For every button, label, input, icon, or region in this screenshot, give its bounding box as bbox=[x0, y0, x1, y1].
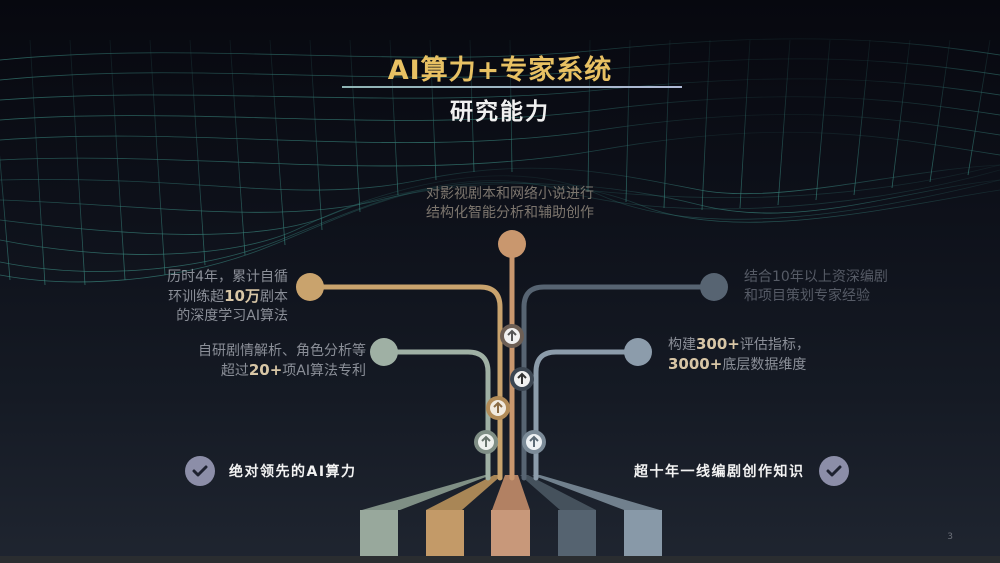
wireframe-mesh-background bbox=[0, 38, 1000, 286]
check-item-screenwriting-knowledge: 超十年一线编剧创作知识 bbox=[634, 456, 849, 486]
page-subtitle: 研究能力 bbox=[450, 99, 550, 125]
bottom-bars bbox=[360, 475, 662, 556]
title-divider bbox=[342, 86, 682, 88]
check-item-ai-compute: 绝对领先的AI算力 bbox=[185, 456, 357, 486]
line-left-upper bbox=[307, 284, 503, 481]
page-number: 3 bbox=[947, 532, 953, 542]
node-left-lower bbox=[370, 338, 398, 366]
description-top: 对影视剧本和网络小说进行 结构化智能分析和辅助创作 bbox=[426, 186, 594, 221]
node-top bbox=[498, 230, 526, 258]
check-circle-icon bbox=[818, 456, 849, 486]
page-title: AI算力+专家系统 bbox=[387, 55, 613, 86]
description-right-upper: 结合10年以上资深编剧 和项目策划专家经验 bbox=[744, 269, 888, 304]
node-left-upper bbox=[296, 273, 324, 301]
line-right-upper bbox=[521, 284, 717, 481]
line-right-lower bbox=[533, 349, 641, 481]
description-left-lower: 自研剧情解析、角色分析等 超过20+项AI算法专利 bbox=[198, 343, 366, 379]
arrow-up-icon bbox=[522, 430, 546, 454]
line-left-lower bbox=[381, 349, 491, 481]
node-right-upper bbox=[700, 273, 728, 301]
description-right-lower: 构建300+评估指标， 3000+底层数据维度 bbox=[668, 335, 810, 373]
bottom-strip bbox=[0, 556, 1000, 563]
check-circle-icon bbox=[185, 456, 215, 486]
node-right-lower bbox=[624, 338, 652, 366]
description-left-upper: 历时4年，累计自循 环训练超10万剧本 的深度学习AI算法 bbox=[167, 269, 288, 324]
arrow-up-icon bbox=[486, 396, 510, 420]
arrow-up-icon bbox=[500, 324, 524, 348]
arrow-up-icon bbox=[474, 430, 498, 454]
arrow-up-icon bbox=[510, 367, 534, 391]
